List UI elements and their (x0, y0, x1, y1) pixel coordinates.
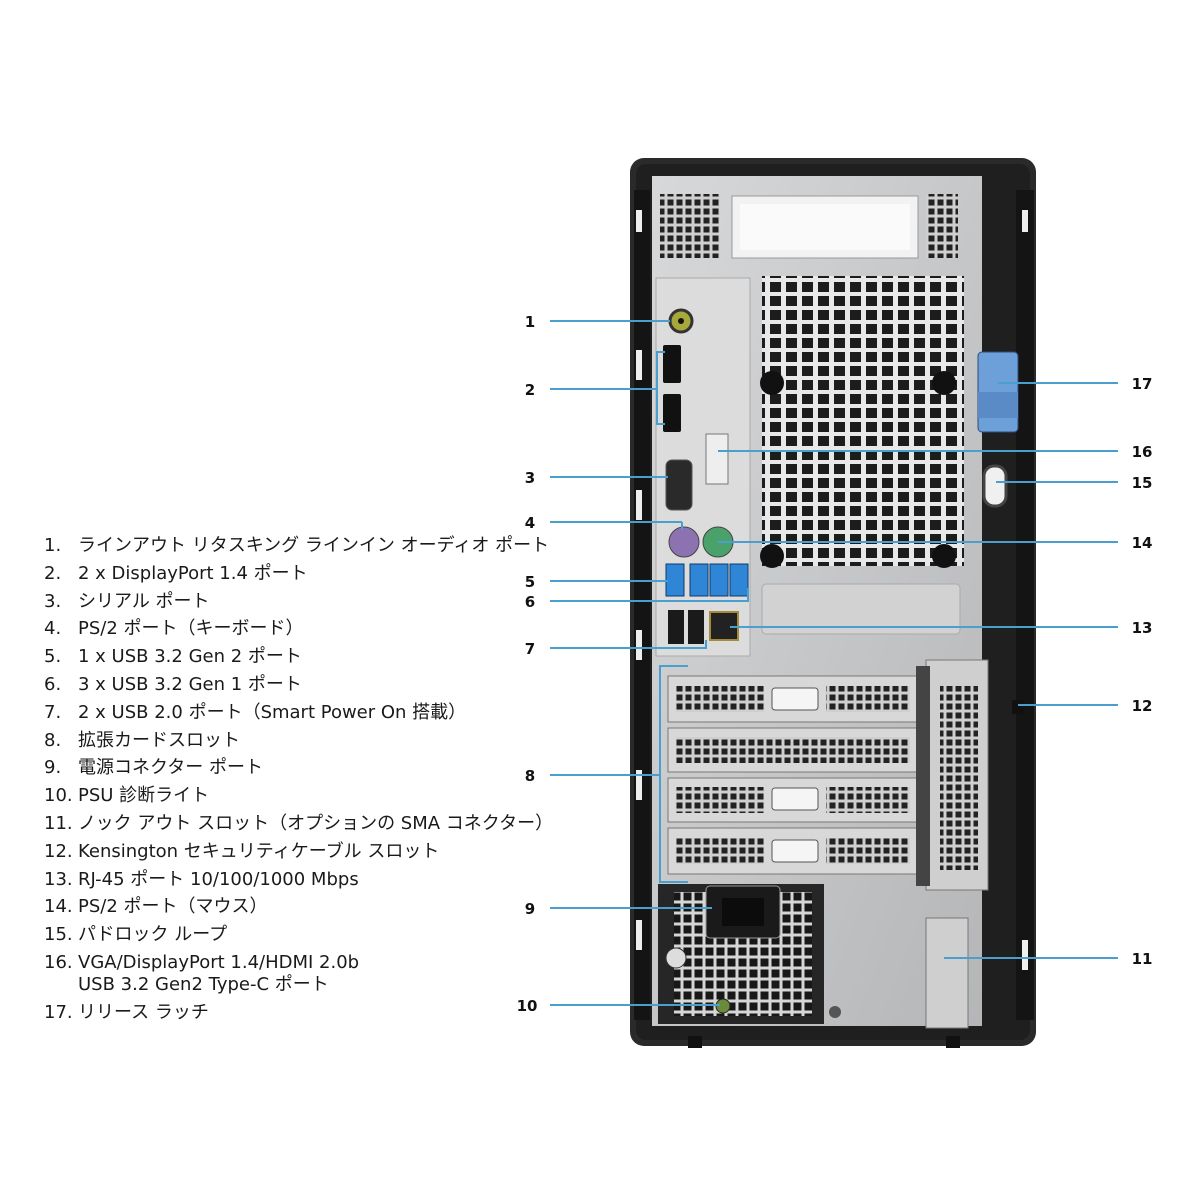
legend-text: 2 x DisplayPort 1.4 ポート (78, 562, 308, 584)
legend-number: 10. (44, 785, 73, 807)
usb-2-0-port (688, 610, 704, 644)
legend-item: 7. 2 x USB 2.0 ポート（Smart Power On 搭載） (44, 699, 484, 727)
legend-number: 9. (44, 757, 62, 779)
callout-number-13: 13 (1132, 619, 1153, 637)
legend-item: 3. シリアル ポート (44, 588, 484, 616)
legend-number: 15. (44, 924, 73, 946)
callout-number-10: 10 (517, 997, 538, 1015)
right-side-parts (977, 351, 1024, 714)
callout-number-5: 5 (525, 573, 535, 591)
legend-item: 5. 1 x USB 3.2 Gen 2 ポート (44, 643, 484, 671)
legend-item: 14.PS/2 ポート（マウス） (44, 893, 484, 921)
callout-number-7: 7 (525, 640, 535, 658)
callout-number-15: 15 (1132, 474, 1153, 492)
legend-text: RJ-45 ポート 10/100/1000 Mbps (78, 868, 359, 890)
legend-number: 3. (44, 590, 62, 612)
legend-text: リリース ラッチ (78, 1001, 209, 1023)
legend-text: パドロック ループ (78, 924, 228, 946)
callout-number-6: 6 (525, 593, 535, 611)
usb-2-0-port (668, 610, 684, 644)
legend-item: 6. 3 x USB 3.2 Gen 1 ポート (44, 671, 484, 699)
callout-line-6 (550, 588, 749, 602)
usb-3-2-gen1-port (709, 563, 729, 597)
callout-line-2 (550, 351, 665, 390)
legend-item: 4. PS/2 ポート（キーボード） (44, 615, 484, 643)
callout-line-7 (550, 640, 707, 649)
kensington-slot (1012, 700, 1024, 714)
fan-grille (762, 276, 964, 566)
legend-text: ラインアウト リタスキング ラインイン オーディオ ポート (78, 535, 550, 556)
legend-number: 2. (44, 562, 62, 584)
legend-text: PSU 診断ライト (78, 785, 210, 807)
callout-number-12: 12 (1132, 697, 1153, 715)
option-port (705, 433, 729, 485)
legend-text: PS/2 ポート（マウス） (78, 896, 268, 918)
callout-number-17: 17 (1132, 375, 1153, 393)
ps2-keyboard-port (668, 526, 700, 558)
legend-text: VGA/DisplayPort 1.4/HDMI 2.0b (78, 951, 360, 973)
padlock-loop (982, 464, 1008, 508)
legend-text: 拡張カードスロット (78, 729, 240, 751)
legend-text: ノック アウト スロット（オプションの SMA コネクター） (78, 812, 554, 834)
usb-3-2-gen1-port (689, 563, 709, 597)
legend-text: Kensington セキュリティケーブル スロット (78, 840, 440, 862)
callout-number-4: 4 (525, 514, 535, 532)
legend-number: 13. (44, 868, 73, 890)
callout-number-8: 8 (525, 767, 535, 785)
callout-number-11: 11 (1132, 950, 1153, 968)
legend-text: シリアル ポート (78, 590, 210, 612)
legend-number: 8. (44, 729, 62, 751)
callout-number-3: 3 (525, 469, 535, 487)
callout-number-1: 1 (525, 313, 535, 331)
callout-number-9: 9 (525, 900, 535, 918)
legend-item: 13.RJ-45 ポート 10/100/1000 Mbps (44, 866, 484, 894)
legend-item: 10.PSU 診断ライト (44, 782, 484, 810)
legend-item: 8. 拡張カードスロット (44, 727, 484, 755)
legend-number: 6. (44, 673, 62, 695)
usb-3-2-gen2-port (665, 563, 685, 597)
legend-item: 17.リリース ラッチ (44, 999, 484, 1027)
serial-port (665, 459, 693, 511)
displayport-1 (663, 345, 681, 383)
legend-text: 2 x USB 2.0 ポート（Smart Power On 搭載） (78, 701, 467, 723)
displayport-2 (663, 394, 681, 432)
legend-item: 2. 2 x DisplayPort 1.4 ポート (44, 560, 484, 588)
legend-number: 7. (44, 701, 62, 723)
legend-item: 9. 電源コネクター ポート (44, 754, 484, 782)
legend-item: 1. ラインアウト リタスキング ラインイン オーディオ ポート (44, 532, 549, 560)
callout-lines (550, 320, 1118, 1006)
power-supply (658, 884, 969, 1029)
knockout-slot (925, 917, 969, 1029)
legend-number: 11. (44, 812, 73, 834)
callout-numbers: 1 2 3 4 5 6 7 8 9 10 11 12 13 14 15 16 1… (517, 313, 1153, 1015)
legend-number: 17. (44, 1001, 73, 1023)
usb-3-2-gen1-port (729, 563, 749, 597)
callout-number-14: 14 (1132, 534, 1153, 552)
legend-text: 1 x USB 3.2 Gen 2 ポート (78, 646, 302, 668)
legend-item: 11.ノック アウト スロット（オプションの SMA コネクター） (44, 810, 553, 838)
legend-number: 14. (44, 896, 73, 918)
legend-text: 電源コネクター ポート (78, 757, 264, 779)
legend-text: PS/2 ポート（キーボード） (78, 618, 304, 640)
legend-list: 1. ラインアウト リタスキング ラインイン オーディオ ポート 2. 2 x Di… (44, 532, 553, 1027)
legend-number: 12. (44, 840, 73, 862)
legend-text: 3 x USB 3.2 Gen 1 ポート (78, 673, 302, 695)
legend-number: 16. (44, 951, 73, 973)
legend-item: 15.パドロック ループ (44, 921, 484, 949)
legend-number: 5. (44, 646, 62, 668)
legend-item: 12.Kensington セキュリティケーブル スロット (44, 838, 484, 866)
legend-number: 1. (44, 535, 62, 556)
expansion-slots (667, 659, 989, 891)
legend-text-line2: USB 3.2 Gen2 Type-C ポート (78, 973, 329, 995)
callout-number-16: 16 (1132, 443, 1153, 461)
callout-number-2: 2 (525, 381, 535, 399)
legend-number: 4. (44, 618, 62, 640)
